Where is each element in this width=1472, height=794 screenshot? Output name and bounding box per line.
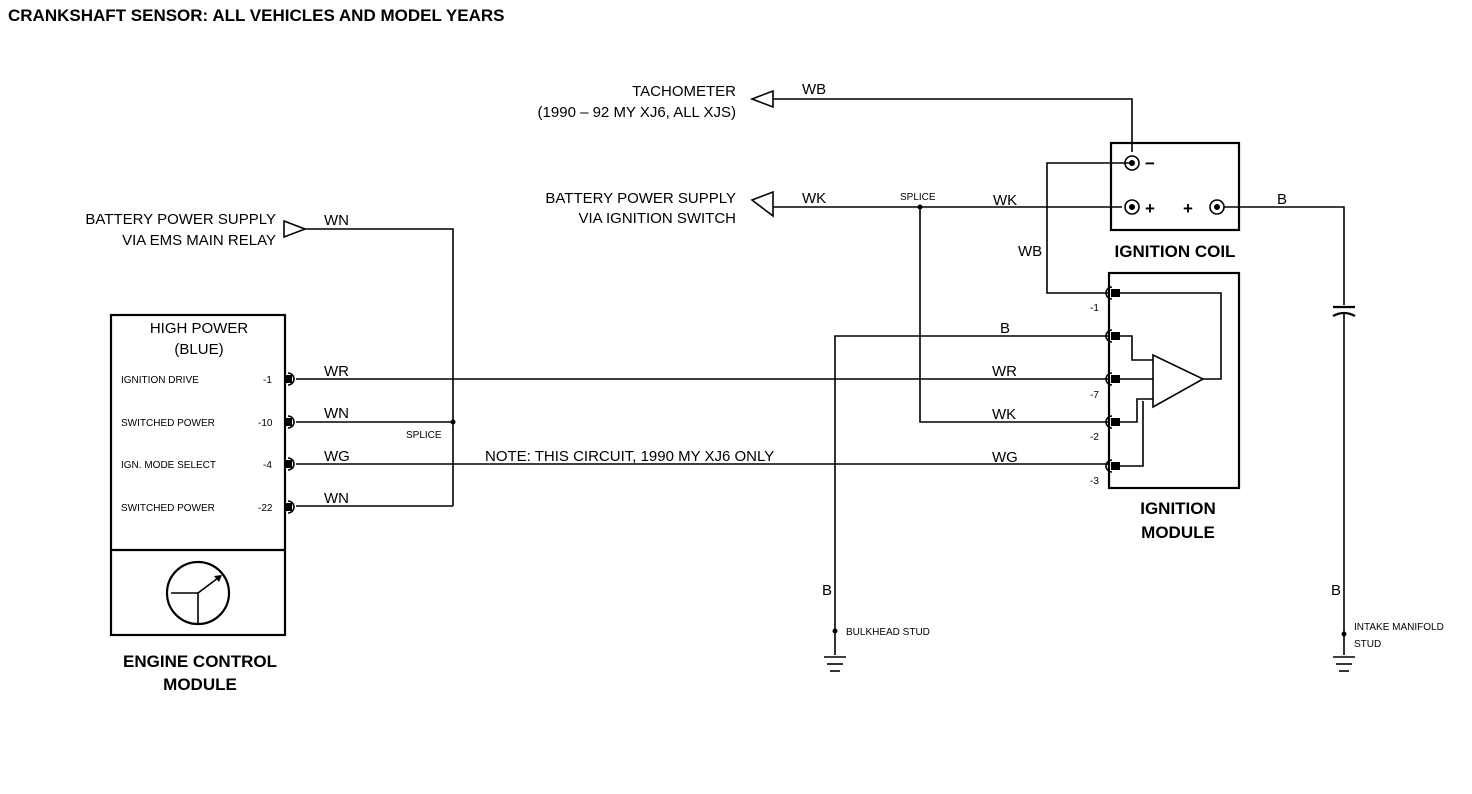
ignition-coil-name: IGNITION COIL xyxy=(1115,242,1236,261)
splice-label-left: SPLICE xyxy=(406,430,442,441)
circuit-note: NOTE: THIS CIRCUIT, 1990 MY XJ6 ONLY xyxy=(485,448,774,465)
wire-label-module-wg: WG xyxy=(992,449,1018,466)
ecm-pin-row-ignition-drive: IGNITION DRIVE -1 xyxy=(121,372,295,386)
tachometer-note: (1990 – 92 MY XJ6, ALL XJS) xyxy=(538,104,736,121)
battery-ignition-connector-arrow xyxy=(750,190,774,218)
ignition-module-name-2: MODULE xyxy=(1141,523,1215,542)
coil-terminal-output-center xyxy=(1214,204,1220,210)
wire-label-tach-wb: WB xyxy=(802,81,826,98)
wire-splice-to-module-wk xyxy=(919,207,1108,423)
battery-ems-connector-arrow xyxy=(283,219,308,239)
battery-ignition-label: BATTERY POWER SUPPLY xyxy=(545,190,736,207)
ecm-pin-row-switched-power-10: SWITCHED POWER -10 xyxy=(121,415,295,429)
wire-label-ecm-wn-22: WN xyxy=(324,490,349,507)
tachometer-connector-arrow xyxy=(749,89,774,109)
ecm-pin-number: -4 xyxy=(263,460,272,471)
wire-label-coil-out-b: B xyxy=(1277,191,1287,208)
wire-label-ignition-wk: WK xyxy=(802,190,826,207)
ecm-pin-row-ign-mode-select: IGN. MODE SELECT -4 xyxy=(121,457,295,471)
coil-terminal-positive xyxy=(1124,199,1140,215)
wire-coil-output xyxy=(1224,206,1345,305)
wire-label-ecm-wg: WG xyxy=(324,448,350,465)
intake-stud-dot xyxy=(1341,631,1347,637)
wire-label-ignition-wk-2: WK xyxy=(993,192,1017,209)
wire-module-ground xyxy=(834,335,1108,655)
wire-label-module-wk: WK xyxy=(992,406,1016,423)
wire-label-ground-left-b: B xyxy=(822,582,832,599)
diagram-title: CRANKSHAFT SENSOR: ALL VEHICLES AND MODE… xyxy=(8,6,505,25)
wire-coil-to-module-wb xyxy=(1046,162,1132,294)
wire-label-ecm-wr: WR xyxy=(324,363,349,380)
ecm-pin-number: -1 xyxy=(263,375,272,386)
ground-symbol-right xyxy=(1333,656,1355,672)
battery-ems-label: BATTERY POWER SUPPLY xyxy=(85,211,276,228)
module-pin-number-3: -3 xyxy=(1090,476,1099,487)
module-internal-power xyxy=(1118,398,1153,423)
ignition-module-box xyxy=(1107,271,1241,490)
battery-ignition-label-2: VIA IGNITION SWITCH xyxy=(578,210,736,227)
intake-stud-label-2: STUD xyxy=(1354,639,1381,650)
wire-label-module-wr: WR xyxy=(992,363,1017,380)
ecm-pin-row-switched-power-22: SWITCHED POWER -22 xyxy=(121,500,295,514)
ecm-pin-number: -10 xyxy=(258,418,273,429)
module-pin-1 xyxy=(1105,286,1120,300)
battery-ems-label-2: VIA EMS MAIN RELAY xyxy=(122,232,276,249)
ecm-name-2: MODULE xyxy=(163,675,237,694)
module-internal-out xyxy=(1118,292,1222,380)
ecm-pin-label: SWITCHED POWER xyxy=(121,503,215,514)
tachometer-label: TACHOMETER xyxy=(632,83,736,100)
capacitor-plate-bottom xyxy=(1332,311,1356,317)
coil-output-plus-symbol: + xyxy=(1183,199,1193,218)
module-pin-2 xyxy=(1105,415,1120,429)
ecm-pin-label: SWITCHED POWER xyxy=(121,418,215,429)
coil-minus-symbol: − xyxy=(1145,154,1155,173)
coil-terminal-positive-center xyxy=(1129,204,1135,210)
ecm-header-2: (BLUE) xyxy=(174,341,223,358)
bulkhead-stud-label: BULKHEAD STUD xyxy=(846,627,930,638)
ground-symbol-left xyxy=(824,656,846,672)
ecm-pin-label: IGN. MODE SELECT xyxy=(121,460,216,471)
module-internal-ground xyxy=(1118,335,1153,361)
module-pin-number-1: -1 xyxy=(1090,303,1099,314)
module-internal-mode xyxy=(1118,401,1144,467)
ecm-box xyxy=(109,313,287,637)
wire-label-coil-wb: WB xyxy=(1018,243,1042,260)
ignition-coil-box xyxy=(1109,141,1241,232)
ecm-logo-icon xyxy=(165,560,231,626)
wire-label-ecm-wn-10: WN xyxy=(324,405,349,422)
ignition-module-amplifier xyxy=(1152,353,1205,409)
splice-label-top: SPLICE xyxy=(900,192,936,203)
module-pin-3 xyxy=(1105,459,1120,473)
wire-ems-supply xyxy=(305,228,454,506)
ecm-pin-label: IGNITION DRIVE xyxy=(121,375,199,386)
module-pin-number-2: -2 xyxy=(1090,432,1099,443)
ecm-header: HIGH POWER xyxy=(150,320,249,337)
wire-label-module-b: B xyxy=(1000,320,1010,337)
wire-label-ground-right-b: B xyxy=(1331,582,1341,599)
wire-tachometer xyxy=(773,98,1133,152)
bulkhead-stud-dot xyxy=(832,628,838,634)
ignition-module-name: IGNITION xyxy=(1140,499,1216,518)
ecm-pin-number: -22 xyxy=(258,503,273,514)
ecm-name: ENGINE CONTROL xyxy=(123,652,277,671)
coil-plus-symbol: + xyxy=(1145,199,1155,218)
intake-stud-label: INTAKE MANIFOLD xyxy=(1354,622,1444,633)
wire-label-ems-wn: WN xyxy=(324,212,349,229)
module-pin-number-7: -7 xyxy=(1090,390,1099,401)
